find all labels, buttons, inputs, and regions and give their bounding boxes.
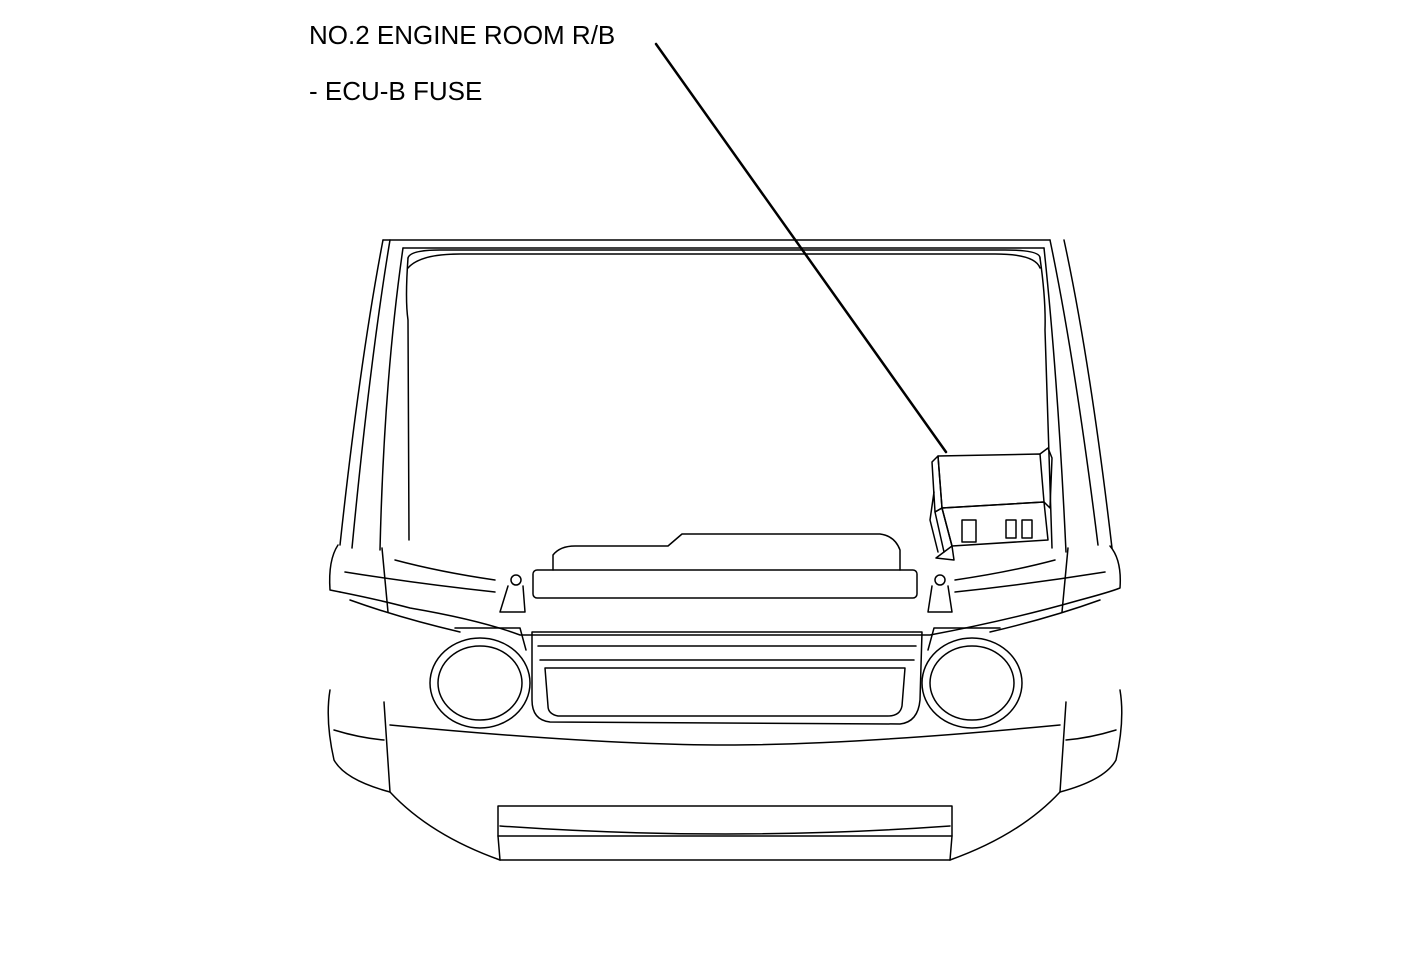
left-headlamp: [429, 627, 531, 729]
front-bumper: [327, 689, 1123, 861]
engine-compartment-outline: [339, 239, 1113, 553]
callout-label-relay-block: NO.2 ENGINE ROOM R/B: [309, 20, 616, 50]
hood-latches: [499, 574, 953, 613]
relay-block: [929, 447, 1053, 561]
radiator-cover: [532, 533, 918, 599]
callout-label-fuse: - ECU-B FUSE: [309, 76, 483, 106]
right-headlamp: [921, 627, 1023, 729]
front-grille: [531, 631, 923, 725]
front-fascia-upper: [328, 544, 1122, 636]
